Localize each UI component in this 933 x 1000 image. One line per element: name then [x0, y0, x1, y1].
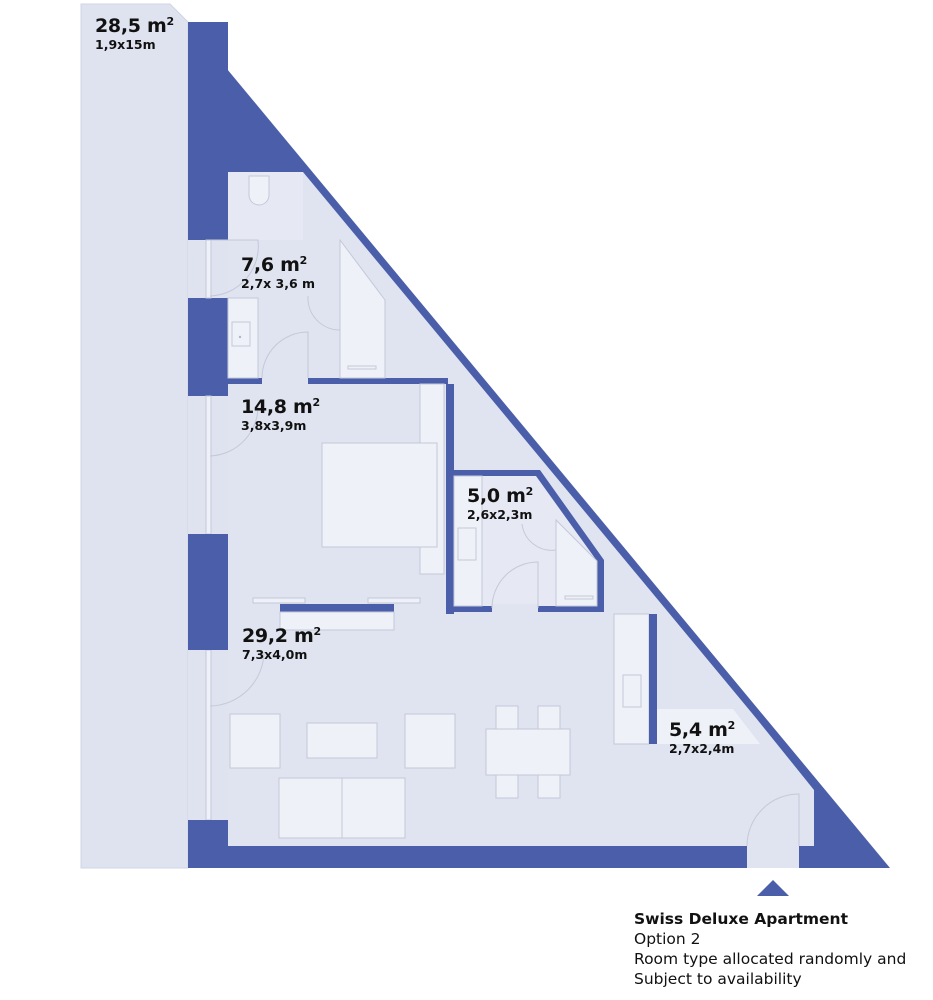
- entrance-door-swing: [746, 793, 800, 847]
- shower-room-drain: [564, 595, 594, 600]
- sideboard: [279, 611, 395, 631]
- room-dimensions: 3,8x3,9m: [241, 418, 307, 433]
- shower-drain: [347, 365, 377, 370]
- dining-chair-3: [495, 773, 519, 799]
- room-area: 5,4 m2: [669, 719, 735, 741]
- entrance-arrow-icon: [757, 880, 789, 896]
- room-area: 7,6 m2: [241, 254, 307, 276]
- shower-room-sink: [457, 527, 477, 561]
- kitchen-sink: [622, 674, 642, 708]
- toilet: [248, 175, 270, 206]
- living-divider-wall: [280, 604, 394, 612]
- bathroom-door-swing-2: [261, 331, 309, 379]
- shelf-2: [367, 597, 421, 604]
- dining-chair-1: [495, 705, 519, 731]
- shower-room-door-gap: [492, 604, 538, 614]
- shower-room-door-swing: [491, 561, 539, 609]
- room-area: 28,5 m2: [95, 15, 174, 37]
- room-label-bathroom: 7,6 m2 2,7x 3,6 m: [241, 255, 315, 291]
- armchair-left: [229, 713, 281, 769]
- terrace-floor: [80, 3, 189, 869]
- room-dimensions: 7,3x4,0m: [242, 647, 308, 662]
- dining-table: [485, 728, 571, 776]
- dining-chair-4: [537, 773, 561, 799]
- allocation-note-2: Subject to availability: [634, 970, 802, 988]
- window-1: [205, 239, 212, 299]
- plan-caption: Swiss Deluxe Apartment Option 2 Room typ…: [634, 909, 906, 989]
- room-label-entrance: 5,4 m2 2,7x2,4m: [669, 720, 735, 756]
- living-left-wall-pillar: [188, 534, 228, 650]
- bottom-left-pillar: [188, 820, 228, 868]
- bathroom-door-swing-1: [209, 239, 259, 297]
- sink-drain: [238, 335, 242, 339]
- room-label-shower-room: 5,0 m2 2,6x2,3m: [467, 486, 533, 522]
- window-2: [205, 395, 212, 535]
- room-dimensions: 2,6x2,3m: [467, 507, 533, 522]
- shower-room-door-swing-2: [521, 523, 557, 551]
- room-dimensions: 2,7x 3,6 m: [241, 276, 316, 291]
- shelf-1: [252, 597, 306, 604]
- room-label-bedroom: 14,8 m2 3,8x3,9m: [241, 397, 320, 433]
- bathroom-sink: [231, 321, 251, 347]
- bathroom-bottom-wall-left: [228, 378, 262, 384]
- room-dimensions: 2,7x2,4m: [669, 741, 735, 756]
- apartment-title: Swiss Deluxe Apartment: [634, 910, 848, 928]
- room-label-living-room: 29,2 m2 7,3x4,0m: [242, 626, 321, 662]
- bathroom-bottom-wall-right: [308, 378, 448, 384]
- bed: [321, 442, 438, 548]
- bedroom-door-swing: [209, 403, 259, 457]
- living-door-swing: [209, 651, 265, 707]
- entrance-closet: [657, 709, 760, 744]
- room-area: 5,0 m2: [467, 485, 533, 507]
- room-area: 14,8 m2: [241, 396, 320, 418]
- coffee-table: [306, 722, 378, 759]
- bathroom-shower: [339, 238, 386, 379]
- window-3: [205, 649, 212, 821]
- dining-chair-2: [537, 705, 561, 731]
- allocation-note-1: Room type allocated randomly and: [634, 950, 907, 968]
- room-label-terrace: 28,5 m2 1,9x15m: [95, 16, 174, 52]
- entrance-door-gap: [747, 846, 799, 868]
- shower-room-shower: [555, 518, 598, 607]
- bathroom-door-swing-3: [307, 295, 341, 331]
- armchair-right: [404, 713, 456, 769]
- left-wall-top: [188, 22, 228, 240]
- room-dimensions: 1,9x15m: [95, 37, 156, 52]
- kitchen-wall: [649, 614, 657, 744]
- room-area: 29,2 m2: [242, 625, 321, 647]
- apartment-option: Option 2: [634, 930, 701, 948]
